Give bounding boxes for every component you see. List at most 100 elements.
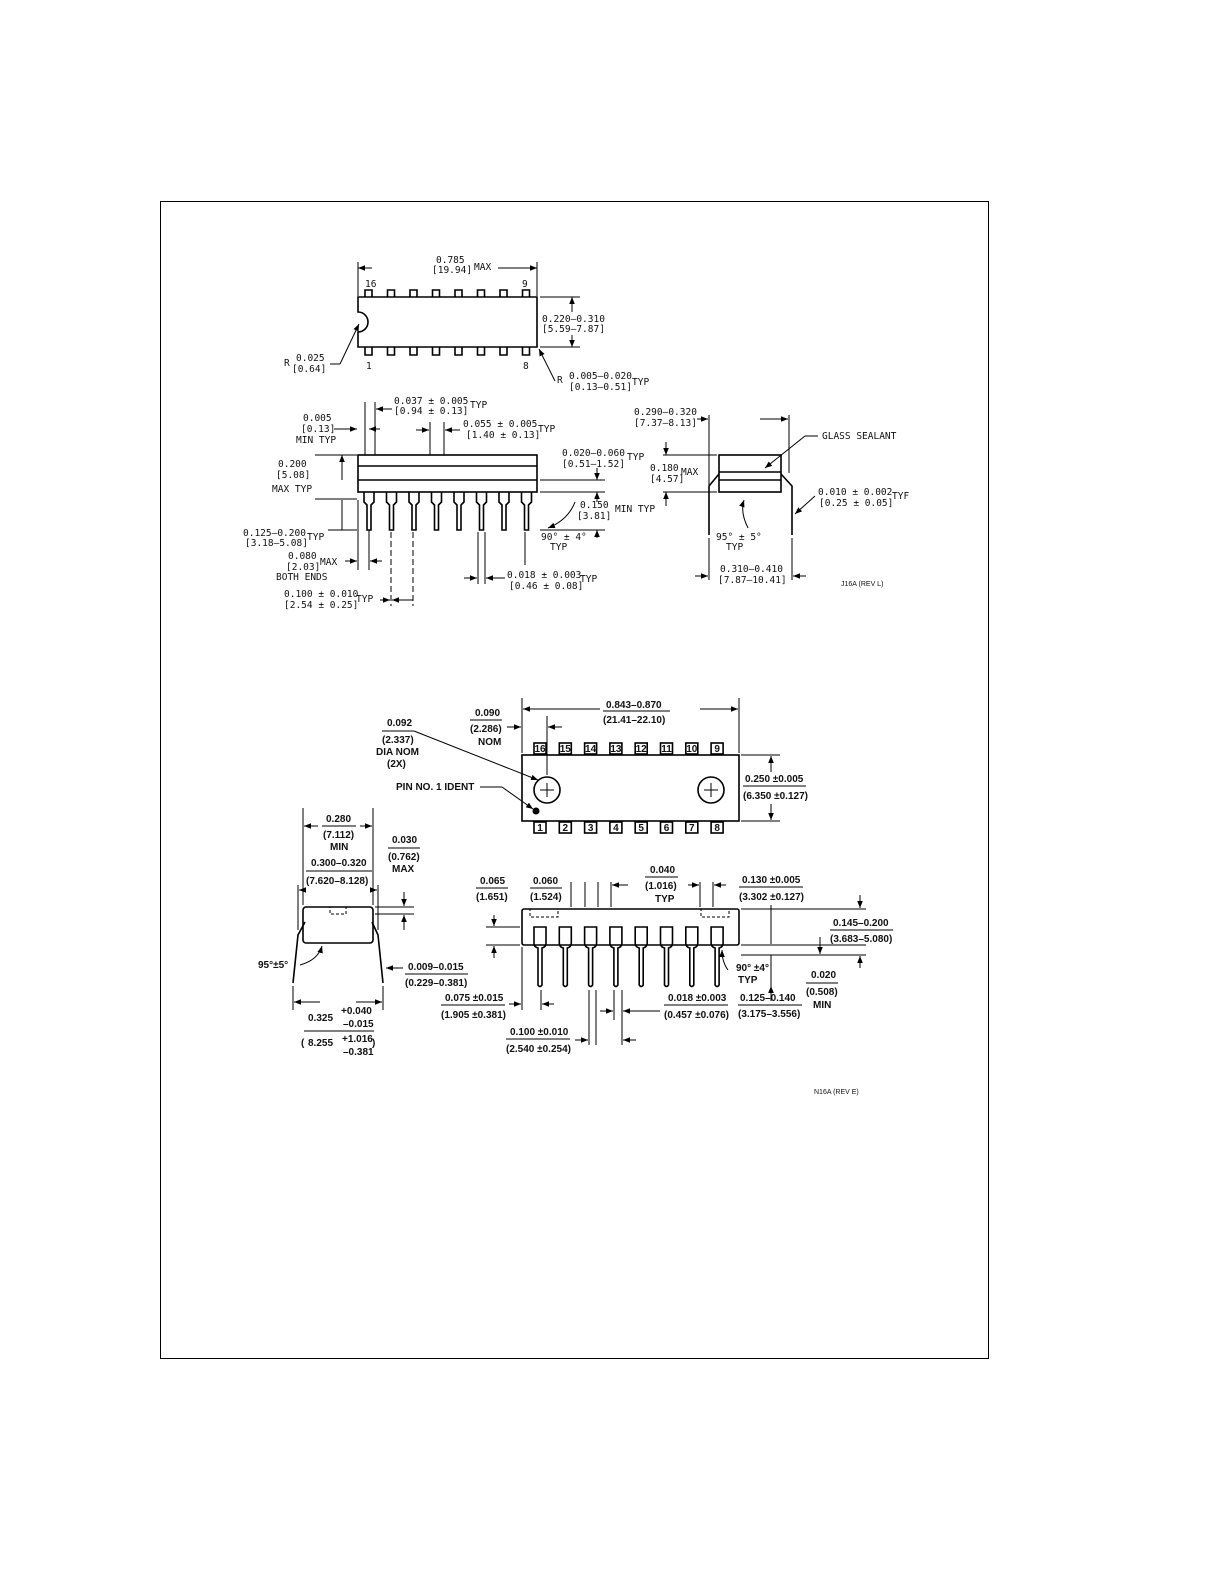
j16a-side-lead	[408, 492, 420, 531]
n16a-body-mm: (3.302 ±0.127)	[739, 892, 804, 903]
n16a-lead-len-mm: (3.175–3.556)	[738, 1009, 800, 1020]
j16a-lead-len-mm: [3.18–5.08]	[245, 538, 308, 549]
j16a-seal-label: GLASS SEALANT	[822, 431, 897, 442]
j16a-spread-suffix: TYP	[726, 542, 743, 553]
n16a-side-lead	[659, 926, 674, 988]
n16a-pin1-dot	[532, 807, 540, 815]
j16a-endgap-suffix: MAX	[320, 557, 337, 568]
j16a-standoff-suffix: TYP	[627, 452, 644, 463]
j16a-top-pin-lower	[409, 347, 418, 356]
n16a-top-pin	[609, 742, 623, 755]
j16a-notch-in: 0.025	[296, 353, 325, 364]
j16a-seat-mm: [3.81]	[577, 511, 611, 522]
j16a-end-suffix: MIN TYP	[296, 435, 336, 446]
n16a-length-mm: (21.41–22.10)	[603, 715, 665, 726]
j16a-standoff-mm: [0.51–1.52]	[562, 459, 625, 470]
n16a-side-lead	[583, 926, 598, 988]
n16a-side-view: 0.065 (1.651) 0.060 (1.524) 0.040 (1.016…	[441, 865, 893, 1096]
n16a-standoff-suffix: MIN	[813, 1000, 831, 1011]
n16a-bottom-pin	[558, 821, 573, 834]
n16a-base-in: 0.065	[480, 876, 505, 887]
j16a-lead-thk-suffix: TYP	[580, 574, 597, 585]
j16a-length-in: 0.785	[436, 255, 465, 266]
j16a-seat-suffix: MIN TYP	[615, 504, 655, 515]
j16a-end-in: 0.005	[303, 413, 332, 424]
j16a-body-h-in: 0.180	[650, 463, 679, 474]
n16a-bottom-pin	[659, 821, 674, 834]
n16a-base-mm: (1.651)	[476, 892, 508, 903]
n16a-body-in: 0.130 ±0.005	[742, 875, 801, 886]
n16a-side-lead	[609, 926, 623, 988]
n16a-side-pins	[533, 926, 724, 988]
j16a-side-lead	[363, 492, 375, 531]
n16a-bottom-pin	[609, 821, 623, 834]
n16a-bottom-pin-number: 2	[563, 823, 569, 834]
n16a-gap-in: 0.040	[650, 865, 675, 876]
n16a-bottom-pin	[710, 821, 724, 834]
n16a-top-pin	[558, 742, 573, 755]
j16a-top-pin-lower	[431, 347, 441, 356]
j16a-pitch-suffix: TYP	[356, 594, 373, 605]
drawing-frame	[160, 201, 989, 1359]
n16a-seat-mm: (3.683–5.080)	[830, 934, 892, 945]
j16a-angle: 90° ± 4°	[541, 532, 587, 543]
n16a-row-min-mm: (7.112)	[323, 830, 354, 841]
j16a-shoulder-suffix: TYP	[538, 424, 555, 435]
j16a-side-pins	[363, 492, 533, 531]
j16a-side-lead	[520, 492, 533, 531]
n16a-ejector-pin-right	[697, 776, 725, 804]
n16a-lip-in: 0.030	[392, 835, 417, 846]
n16a-bottom-pin	[533, 821, 547, 834]
n16a-top-pin-number: 15	[560, 744, 572, 755]
n16a-bottom-pin-number: 5	[638, 823, 644, 834]
n16a-seat-in: 0.145–0.200	[833, 918, 889, 929]
j16a-seat-in: 0.150	[580, 500, 609, 511]
j16a-lead-w-mm: [0.94 ± 0.13]	[394, 406, 468, 417]
n16a-end-view: 0.280 (7.112) MIN 0.300–0.320 (7.620–8.1…	[258, 808, 468, 1058]
n16a-lead-thk-mm: (0.229–0.381)	[405, 978, 467, 989]
j16a-notch-r: R	[284, 358, 290, 369]
j16a-rev: J16A (REV L)	[841, 581, 883, 588]
n16a-lead-len-in: 0.125–0.140	[740, 993, 796, 1004]
n16a-row-in: 0.300–0.320	[311, 858, 367, 869]
n16a-bottom-pin-number: 4	[613, 823, 619, 834]
j16a-top-pin-lower	[499, 347, 508, 356]
j16a-body-h-mm: [4.57]	[650, 474, 684, 485]
n16a-overall-paren-close: )	[372, 1038, 375, 1049]
j16a-top-pin-upper	[499, 289, 508, 297]
j16a-lead-thk-in: 0.018 ± 0.003	[507, 570, 581, 581]
n16a-bottom-pin-number: 6	[664, 823, 670, 834]
n16a-offset-suffix: NOM	[478, 737, 501, 748]
j16a-corner-suffix: TYP	[632, 377, 649, 388]
n16a-top-pin-number: 16	[534, 744, 546, 755]
n16a-side-lead	[533, 926, 547, 988]
j16a-top-pin-upper	[521, 289, 531, 297]
n16a-top-pin-number: 14	[585, 744, 597, 755]
j16a-height-in: 0.200	[278, 459, 307, 470]
n16a-overall-mm: 8.255	[308, 1038, 333, 1049]
j16a-top-pins	[364, 289, 531, 356]
n16a-top-pin	[710, 742, 724, 755]
j16a-end-view: 0.290–0.320 [7.37–8.13] GLASS SEALANT 0.…	[634, 407, 909, 588]
j16a-corner-r: R	[557, 375, 563, 386]
n16a-rev: N16A (REV E)	[814, 1089, 859, 1096]
j16a-lead-w-in: 0.037 ± 0.005	[394, 396, 468, 407]
j16a-side-view: 0.037 ± 0.005 [0.94 ± 0.13] TYP 0.005 [0…	[243, 396, 655, 611]
n16a-top-pin-number: 12	[636, 744, 648, 755]
j16a-lead-w-suffix: TYP	[470, 400, 487, 411]
n16a-angle-suffix: TYP	[738, 975, 758, 986]
n16a-overall-paren-open: (	[301, 1038, 305, 1049]
j16a-width-in: 0.220–0.310	[542, 314, 605, 325]
j16a-shoulder-in: 0.055 ± 0.005	[463, 419, 537, 430]
n16a-side-lead	[558, 926, 573, 988]
n16a-dia-note2: (2X)	[387, 759, 406, 770]
n16a-pitch-mm: (2.540 ±0.254)	[506, 1044, 571, 1055]
n16a-lead-w-in: 0.018 ±0.003	[668, 993, 727, 1004]
j16a-lead-thk-mm: [0.46 ± 0.08]	[509, 581, 583, 592]
n16a-top-pin	[583, 742, 598, 755]
j16a-top-pin-lower	[386, 347, 396, 356]
n16a-top-pin	[684, 742, 699, 755]
